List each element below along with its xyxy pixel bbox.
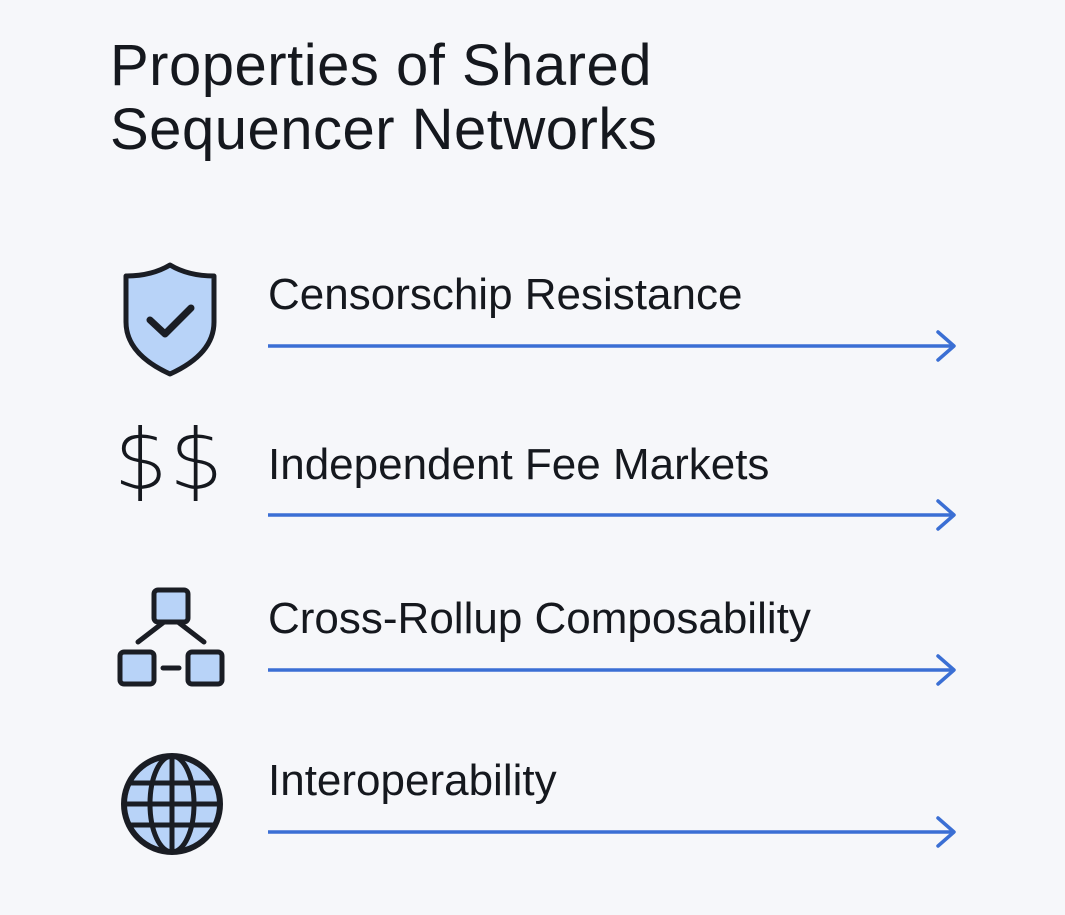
arrow-icon <box>268 330 956 362</box>
globe-icon <box>121 753 223 855</box>
title-line-1: Properties of Shared <box>110 33 652 98</box>
property-label: Interoperability <box>268 756 557 805</box>
page-title: Properties of Shared Sequencer Networks <box>110 34 657 162</box>
arrow-icon <box>268 816 956 848</box>
property-label: Independent Fee Markets <box>268 440 770 489</box>
arrow-icon <box>268 654 956 686</box>
network-icon <box>117 587 225 687</box>
arrow-icon <box>268 499 956 531</box>
dollar-icon: $$ <box>114 411 225 509</box>
shield-check-icon <box>123 262 217 377</box>
property-label: Cross-Rollup Composability <box>268 594 811 643</box>
title-line-2: Sequencer Networks <box>110 97 658 162</box>
property-label: Censorschip Resistance <box>268 270 743 319</box>
